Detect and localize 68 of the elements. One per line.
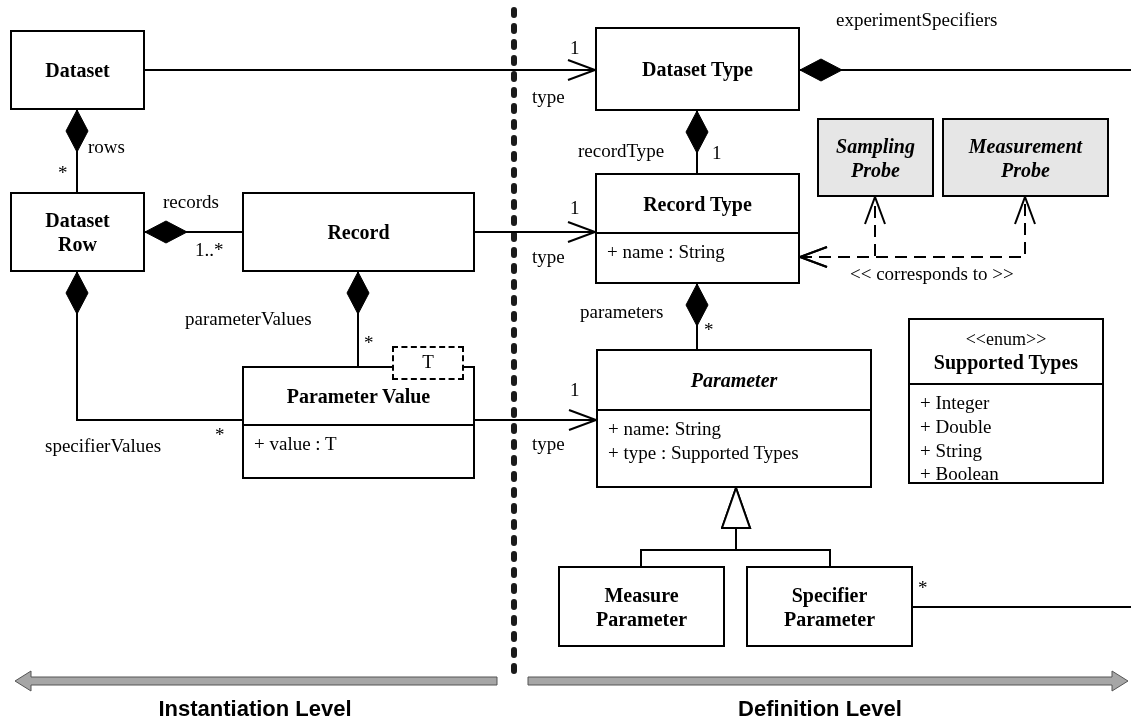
class-box	[595, 173, 800, 284]
attribute-text: + name : String	[607, 240, 726, 264]
class-box	[10, 30, 145, 110]
role-label: type	[532, 434, 565, 455]
multiplicity-label: *	[215, 425, 225, 446]
association-arrow	[474, 221, 596, 243]
composition-line	[685, 110, 709, 174]
class-name: Specifier Parameter	[782, 582, 876, 631]
level-caption: Instantiation Level	[158, 696, 352, 722]
level-caption: Definition Level	[738, 696, 902, 722]
role-label: type	[532, 247, 565, 268]
class-box	[558, 566, 725, 647]
role-label: experimentSpecifiers	[836, 10, 998, 31]
class-name: Measure Parameter	[594, 582, 688, 631]
composition-line	[346, 271, 370, 367]
class-name: Record	[327, 220, 390, 244]
multiplicity-label: *	[364, 333, 374, 354]
class-box	[10, 192, 145, 272]
multiplicity-label: *	[704, 320, 714, 341]
class-name: Measurement Probe	[967, 133, 1084, 182]
composition-line	[65, 271, 243, 421]
composition-line	[144, 220, 243, 244]
attribute-text: + Double	[920, 414, 993, 439]
stereotype-label: <<enum>>	[965, 328, 1047, 351]
association-arrow	[474, 409, 597, 431]
role-label: parameters	[580, 302, 664, 323]
role-label: parameterValues	[185, 309, 312, 330]
attribute-text: + name: String	[608, 417, 723, 441]
multiplicity-label: 1	[570, 380, 580, 401]
class-name: Dataset	[45, 58, 110, 82]
attribute-text: + Boolean	[920, 462, 1000, 486]
class-name: Record Type	[643, 191, 752, 216]
association-arrow	[144, 59, 596, 81]
class-box	[746, 566, 913, 647]
attribute-text: + Integer	[920, 391, 991, 415]
class-name: Dataset Type	[642, 57, 753, 81]
role-label: specifierValues	[45, 436, 162, 457]
class-box	[908, 318, 1104, 484]
role-label: records	[163, 192, 219, 213]
class-box	[242, 192, 475, 272]
composition-line	[685, 283, 709, 350]
class-name: Supported Types	[933, 350, 1079, 375]
class-name: Sampling Probe	[835, 133, 916, 182]
multiplicity-label: 1	[712, 143, 722, 164]
generalization-arrow	[721, 487, 831, 567]
class-box	[817, 118, 934, 197]
role-label: rows	[88, 137, 125, 158]
class-name: Dataset Row	[44, 208, 111, 256]
composition-line	[65, 109, 89, 193]
multiplicity-label: *	[918, 578, 928, 599]
multiplicity-label: *	[58, 163, 68, 184]
class-box	[942, 118, 1109, 197]
attribute-text: + value : T	[254, 432, 338, 456]
attribute-text: + String	[920, 438, 983, 463]
template-parameter: T	[392, 346, 464, 380]
multiplicity-label: 1	[570, 198, 580, 219]
role-label: recordType	[578, 141, 665, 162]
composition-line	[799, 58, 1131, 608]
multiplicity-label: 1..*	[195, 240, 224, 261]
class-box	[595, 27, 800, 111]
class-box	[596, 349, 872, 488]
multiplicity-label: 1	[570, 38, 580, 59]
role-label: << corresponds to >>	[850, 264, 1014, 285]
attribute-text: + type : Supported Types	[608, 440, 800, 465]
class-name: Parameter Value	[286, 384, 431, 408]
class-name: Parameter	[690, 368, 778, 392]
dependency-arrow	[799, 196, 1036, 268]
role-label: type	[532, 87, 565, 108]
